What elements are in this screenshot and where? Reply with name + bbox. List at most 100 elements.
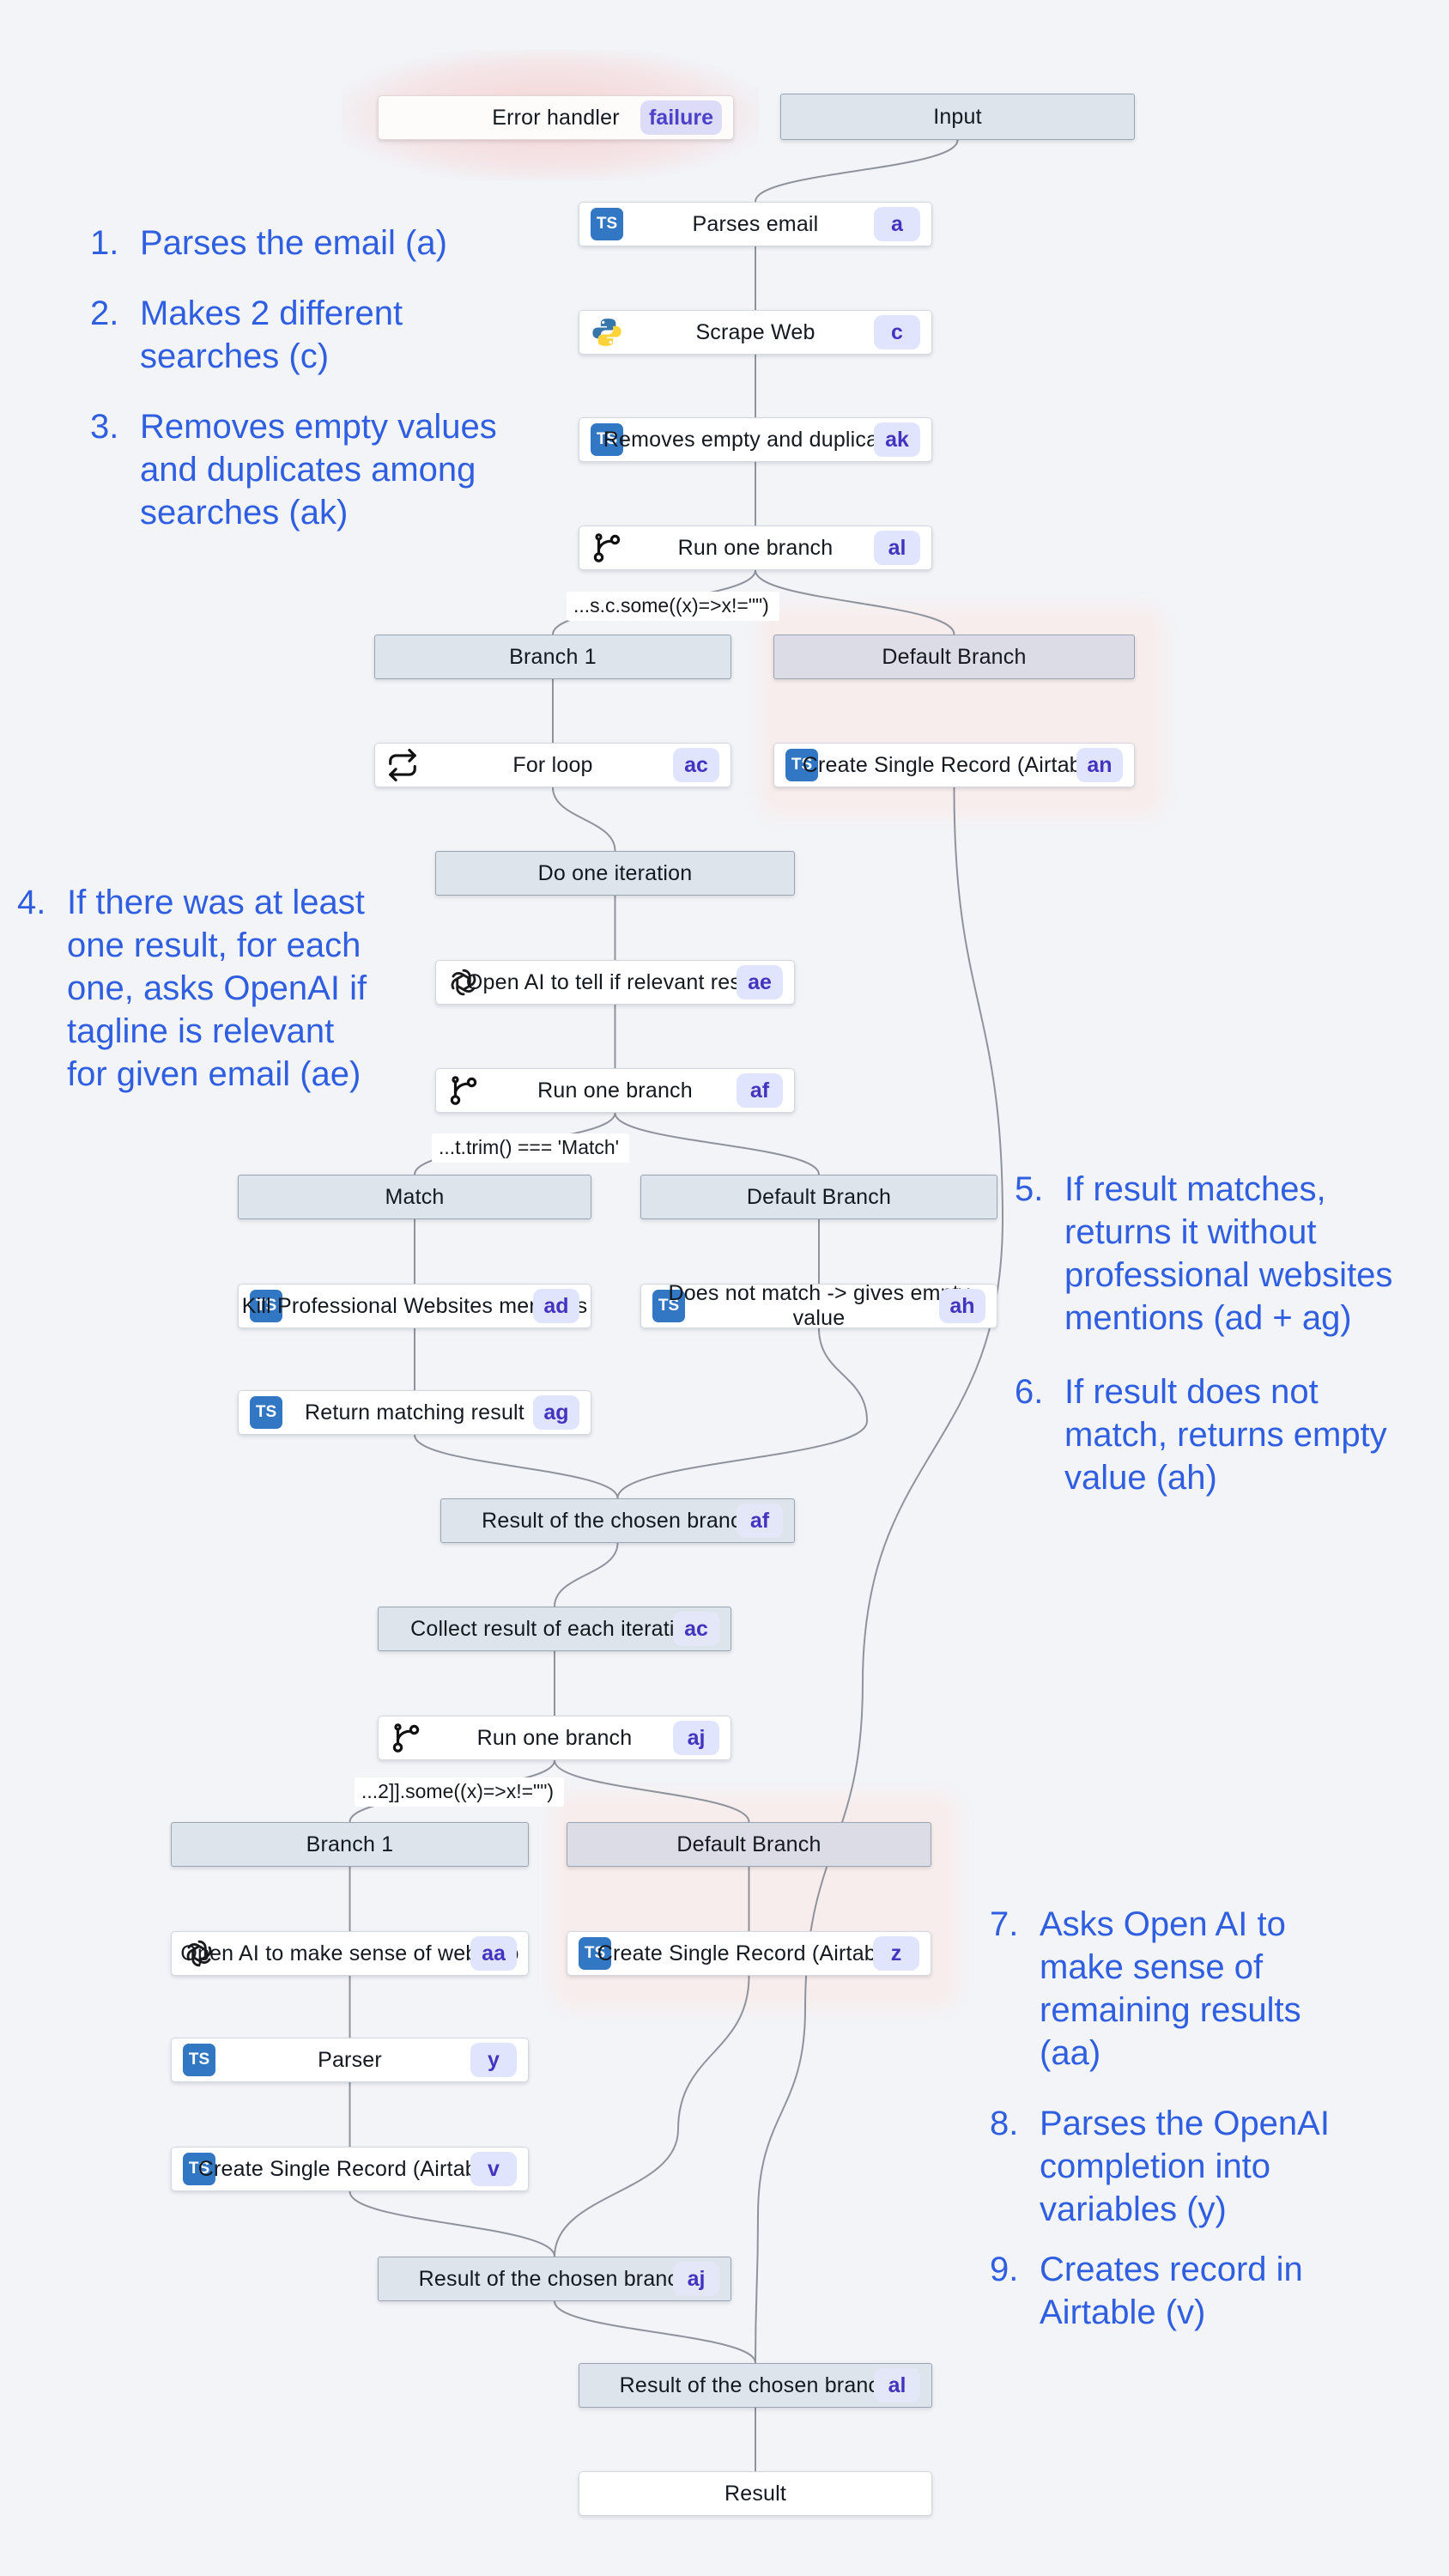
typescript-icon: TS xyxy=(591,423,623,456)
node-icon-slot xyxy=(183,1937,215,1970)
annotation-number: 4. xyxy=(17,884,46,921)
node-icon-slot xyxy=(390,1722,422,1754)
node-icon-slot xyxy=(447,966,480,999)
node-id-badge: ae xyxy=(737,965,783,999)
node-id-badge: aj xyxy=(673,1721,719,1755)
typescript-icon: TS xyxy=(250,1396,282,1429)
node-label: Return matching result xyxy=(305,1400,524,1425)
annotation-number: 7. xyxy=(990,1905,1019,1943)
annotation-number: 2. xyxy=(90,295,119,332)
branch-1-header[interactable]: Branch 1 xyxy=(374,635,731,679)
node-label: Branch 1 xyxy=(509,644,597,669)
node-label: Does not match -> gives empty value xyxy=(668,1281,970,1330)
openai-icon xyxy=(451,969,476,996)
node-label: Create Single Record (Airtable) xyxy=(802,752,1106,777)
node-id-badge: an xyxy=(1076,748,1123,782)
branch-condition-aj: ...2]].some((x)=>x!="") xyxy=(355,1777,565,1807)
node-label: Result of the chosen branch xyxy=(482,1508,754,1533)
default-branch-header-2[interactable]: Default Branch xyxy=(640,1175,997,1219)
edge-for_loop-to-do_iter xyxy=(552,787,616,852)
match-header[interactable]: Match xyxy=(238,1175,591,1219)
node-id-badge: aa xyxy=(470,1936,517,1971)
node-icon-slot: TS xyxy=(579,1937,611,1970)
run-one-branch-aj-node[interactable]: Run one branch aj xyxy=(378,1716,731,1760)
edge-result_aj-to-result_al xyxy=(554,2300,756,2364)
node-label: Run one branch xyxy=(476,1725,633,1750)
node-label: Removes empty and duplicates xyxy=(603,427,908,452)
node-label: Default Branch xyxy=(746,1184,892,1209)
annotation-item-1: 1.Parses the email (a) xyxy=(90,222,447,264)
loop-icon xyxy=(389,749,416,781)
typescript-icon: TS xyxy=(591,208,623,240)
node-id-badge: af xyxy=(737,1504,783,1538)
node-label: Result xyxy=(724,2481,787,2506)
branch-condition-al: ...s.c.some((x)=>x!="") xyxy=(567,592,779,622)
node-icon-slot xyxy=(591,532,623,564)
node-label: Result of the chosen branch xyxy=(619,2372,892,2397)
edge-create_z-to-result_aj xyxy=(554,1975,750,2257)
annotation-number: 8. xyxy=(990,2105,1019,2142)
node-label: Open AI to make sense of web info xyxy=(180,1941,519,1965)
openai-icon xyxy=(186,1940,212,1967)
node-label: Parses email xyxy=(692,211,819,236)
node-id-badge: ad xyxy=(533,1289,579,1323)
edge-result_af-to-collect_ac xyxy=(554,1542,619,1607)
branch-1-header-2[interactable]: Branch 1 xyxy=(171,1822,529,1867)
node-label: Create Single Record (Airtable) xyxy=(597,1941,901,1965)
node-icon-slot: TS xyxy=(250,1396,282,1429)
node-label: Collect result of each iteration xyxy=(410,1616,699,1641)
node-label: Create Single Record (Airtable) xyxy=(197,2156,502,2181)
node-id-badge: y xyxy=(470,2043,517,2077)
result-node[interactable]: Result xyxy=(579,2471,932,2516)
node-id-badge: ak xyxy=(874,422,920,457)
node-label: For loop xyxy=(512,752,593,777)
node-icon-slot: TS xyxy=(591,423,623,456)
edge-input-to-parses_email xyxy=(755,139,959,203)
edge-return_ag-to-result_af xyxy=(414,1434,619,1499)
node-id-badge: c xyxy=(874,315,920,349)
node-label: Parser xyxy=(318,2047,382,2072)
node-icon-slot: TS xyxy=(250,1290,282,1322)
failure-badge: failure xyxy=(640,100,722,135)
input-node[interactable]: Input xyxy=(780,94,1135,140)
node-label: Match xyxy=(385,1184,445,1209)
do-one-iteration-header[interactable]: Do one iteration xyxy=(435,851,795,896)
default-branch-header[interactable]: Default Branch xyxy=(773,635,1135,679)
typescript-icon: TS xyxy=(652,1290,685,1322)
annotation-number: 5. xyxy=(1015,1170,1044,1208)
node-icon-slot: TS xyxy=(591,208,623,240)
default-branch-header-3[interactable]: Default Branch xyxy=(567,1822,931,1867)
